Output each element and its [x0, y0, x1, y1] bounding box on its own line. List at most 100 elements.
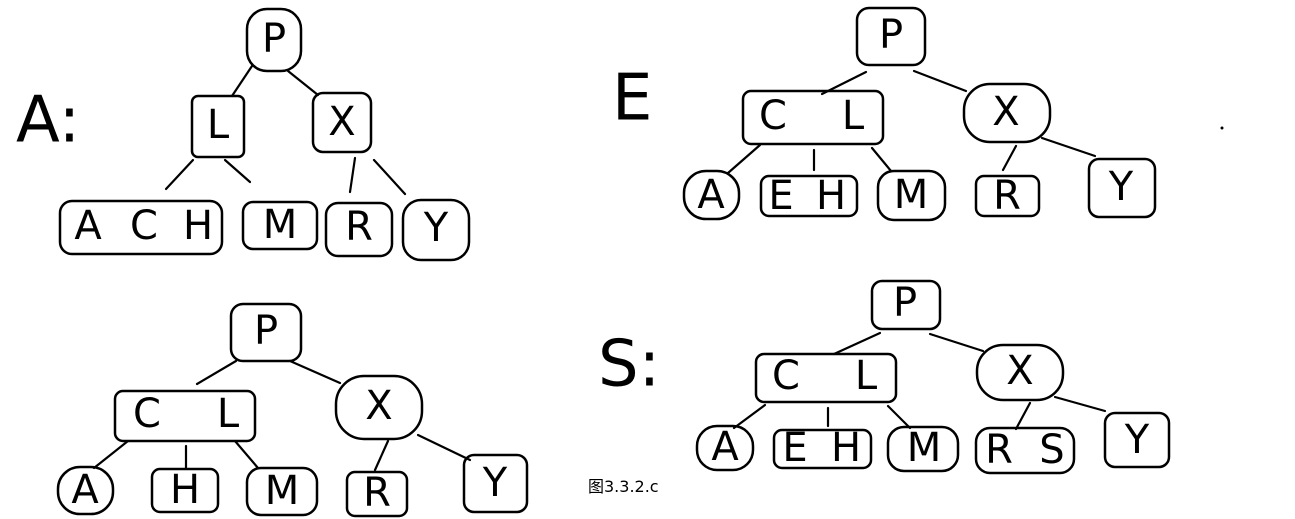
node-box — [759, 174, 859, 218]
node-key: P — [262, 16, 286, 62]
stray-dot — [1220, 126, 1224, 130]
tree-node: A — [695, 424, 755, 472]
node-box — [241, 200, 319, 251]
edge — [233, 439, 260, 470]
node-box — [58, 199, 224, 256]
tree-node: Y — [462, 453, 529, 514]
node-box — [245, 466, 319, 517]
node-key: E — [782, 425, 807, 471]
node-key: R — [993, 173, 1021, 219]
node-box — [311, 91, 373, 154]
tree-after-insert-a: A: P L X A C H M R — [16, 7, 471, 262]
node-key: L — [217, 391, 240, 437]
node-key: C — [133, 391, 161, 437]
node-box — [229, 302, 303, 363]
tree-node: M — [241, 200, 319, 251]
edge — [416, 433, 472, 462]
node-key: P — [254, 308, 278, 354]
node-key: R — [345, 204, 373, 250]
node-key: M — [894, 172, 929, 218]
edge — [348, 156, 357, 194]
edge — [1040, 136, 1097, 158]
node-key: L — [842, 93, 865, 139]
edge — [288, 359, 342, 385]
tree-node: C L — [113, 389, 257, 443]
node-key: A — [711, 424, 739, 470]
tree-node: H — [150, 467, 220, 514]
edge — [726, 143, 762, 175]
node-box — [975, 343, 1065, 402]
tree-node: L — [190, 94, 246, 159]
node-box — [682, 169, 741, 221]
tree-node: P — [855, 6, 927, 67]
node-key: P — [893, 280, 917, 326]
node-key: C — [130, 203, 158, 249]
edge — [372, 158, 407, 196]
tree-after-insert-s: S: P C L X A E H M — [598, 279, 1171, 475]
tree-node: Y — [1103, 411, 1171, 469]
tree-node: P — [870, 279, 942, 331]
node-key: H — [831, 425, 861, 471]
node-box — [1103, 411, 1171, 469]
node-key: H — [170, 467, 200, 513]
node-box — [870, 279, 942, 331]
edge — [223, 158, 252, 184]
node-box — [150, 467, 220, 514]
node-key: X — [992, 89, 1019, 135]
node-box — [1087, 157, 1157, 219]
node-box — [401, 198, 471, 262]
edge — [1014, 401, 1032, 431]
edge — [195, 359, 238, 386]
node-key: L — [207, 102, 230, 148]
tree-node: R — [974, 173, 1041, 219]
node-box — [962, 82, 1052, 144]
tree-node: Y — [1087, 157, 1157, 219]
edge — [832, 331, 882, 356]
node-box — [886, 425, 960, 473]
node-key: P — [879, 12, 903, 58]
node-box — [695, 424, 755, 472]
edge — [870, 146, 893, 173]
node-key: X — [1006, 348, 1033, 394]
node-key: A — [697, 172, 725, 218]
edge — [1053, 395, 1107, 413]
node-key: R — [985, 427, 1013, 473]
tree-node: X — [962, 82, 1052, 144]
edge — [92, 439, 130, 470]
node-key: L — [855, 353, 878, 399]
step-label-s: S: — [598, 328, 660, 402]
node-key: A — [71, 467, 99, 513]
node-key: M — [907, 425, 942, 471]
node-box — [974, 426, 1076, 475]
tree-node: X — [311, 91, 373, 154]
tree-node: A C H — [58, 199, 224, 256]
node-box — [772, 428, 873, 470]
edge — [373, 439, 390, 472]
node-box — [741, 89, 885, 146]
node-box — [855, 6, 927, 67]
node-box — [876, 169, 947, 222]
node-key: Y — [423, 205, 449, 251]
node-key: X — [328, 99, 355, 145]
node-key: Y — [1124, 417, 1150, 463]
tree-node: R — [345, 470, 409, 518]
edge — [912, 69, 968, 93]
node-box — [974, 174, 1041, 218]
tree-node: E H — [772, 425, 873, 471]
tree-node: R — [324, 201, 394, 258]
step-label-a: A: — [16, 84, 80, 158]
edge — [732, 403, 767, 430]
edge — [1001, 144, 1018, 172]
node-box — [345, 470, 409, 518]
step-label-e: E — [612, 62, 652, 136]
tree-node: A — [56, 465, 115, 516]
tree-node: C L — [754, 352, 898, 404]
node-key: M — [265, 468, 300, 514]
node-key: X — [365, 383, 392, 429]
tree-after-split: P C L X A H M R Y — [56, 302, 529, 518]
node-key: H — [183, 203, 213, 249]
edge — [286, 69, 320, 97]
node-key: M — [263, 202, 298, 248]
tree-node: X — [975, 343, 1065, 402]
